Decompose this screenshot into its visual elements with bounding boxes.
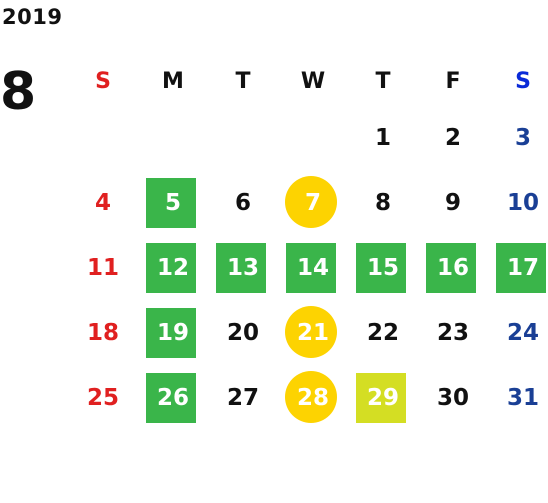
day-cell-green: 15 (348, 235, 418, 300)
day-number: 17 (506, 254, 539, 281)
day-number: 23 (436, 319, 469, 346)
day-number: 20 (226, 319, 259, 346)
day-cell: 10 (488, 170, 548, 235)
day-cell-yellow-circle: 28 (278, 365, 348, 430)
day-number: 7 (304, 189, 321, 216)
week-row-1: 1 2 3 (68, 105, 548, 170)
calendar-grid: S M T W T F S 1 2 3 4 5 6 7 8 9 10 11 12… (68, 57, 548, 430)
day-cell: 24 (488, 300, 548, 365)
day-number: 10 (506, 189, 539, 216)
day-number: 21 (296, 319, 329, 346)
day-number: 9 (444, 189, 461, 216)
day-number: 5 (164, 189, 181, 216)
day-cell: 6 (208, 170, 278, 235)
day-cell (278, 105, 348, 170)
day-cell: 2 (418, 105, 488, 170)
day-cell (138, 105, 208, 170)
day-cell (208, 105, 278, 170)
day-cell-lime: 29 (348, 365, 418, 430)
day-cell-yellow-circle: 21 (278, 300, 348, 365)
weekday-monday: M (162, 68, 184, 94)
day-number: 16 (436, 254, 469, 281)
week-row-5: 25 26 27 28 29 30 31 (68, 365, 548, 430)
day-cell: 31 (488, 365, 548, 430)
day-number: 30 (436, 384, 469, 411)
day-cell: 30 (418, 365, 488, 430)
day-number: 19 (156, 319, 189, 346)
day-number: 13 (226, 254, 259, 281)
day-cell-green: 12 (138, 235, 208, 300)
day-cell: 18 (68, 300, 138, 365)
weekday-tuesday: T (235, 68, 251, 94)
day-number: 26 (156, 384, 189, 411)
day-cell-green: 17 (488, 235, 548, 300)
day-number: 14 (296, 254, 329, 281)
week-row-3: 11 12 13 14 15 16 17 (68, 235, 548, 300)
week-row-4: 18 19 20 21 22 23 24 (68, 300, 548, 365)
day-cell: 22 (348, 300, 418, 365)
weekday-thursday: T (375, 68, 391, 94)
day-cell-green: 26 (138, 365, 208, 430)
day-number: 25 (86, 384, 119, 411)
day-number: 27 (226, 384, 259, 411)
day-cell-green: 16 (418, 235, 488, 300)
day-cell: 9 (418, 170, 488, 235)
day-number: 22 (366, 319, 399, 346)
day-cell-green: 13 (208, 235, 278, 300)
weekday-wednesday: W (300, 68, 326, 94)
day-number: 31 (506, 384, 539, 411)
day-cell: 20 (208, 300, 278, 365)
day-cell-yellow-circle: 7 (278, 170, 348, 235)
day-cell: 27 (208, 365, 278, 430)
day-cell: 4 (68, 170, 138, 235)
day-cell (68, 105, 138, 170)
day-cell-green: 5 (138, 170, 208, 235)
day-number: 6 (234, 189, 251, 216)
day-number: 3 (514, 124, 531, 151)
weekday-sunday: S (95, 68, 111, 94)
day-number: 4 (94, 189, 111, 216)
day-cell: 11 (68, 235, 138, 300)
day-number: 8 (374, 189, 391, 216)
weekday-friday: F (445, 68, 461, 94)
day-cell: 25 (68, 365, 138, 430)
day-cell: 8 (348, 170, 418, 235)
day-number: 12 (156, 254, 189, 281)
weekday-saturday: S (515, 68, 531, 94)
day-number: 15 (366, 254, 399, 281)
day-number: 11 (86, 254, 119, 281)
day-number: 28 (296, 384, 329, 411)
year-label: 2019 (2, 5, 63, 29)
month-label: 8 (0, 62, 37, 122)
day-number: 24 (506, 319, 539, 346)
weekday-header: S M T W T F S (68, 57, 548, 105)
day-cell-green: 14 (278, 235, 348, 300)
day-number: 18 (86, 319, 119, 346)
day-cell: 3 (488, 105, 548, 170)
day-number: 29 (366, 384, 399, 411)
day-cell: 1 (348, 105, 418, 170)
week-row-2: 4 5 6 7 8 9 10 (68, 170, 548, 235)
day-number: 1 (374, 124, 391, 151)
day-cell-green: 19 (138, 300, 208, 365)
day-number: 2 (444, 124, 461, 151)
day-cell: 23 (418, 300, 488, 365)
